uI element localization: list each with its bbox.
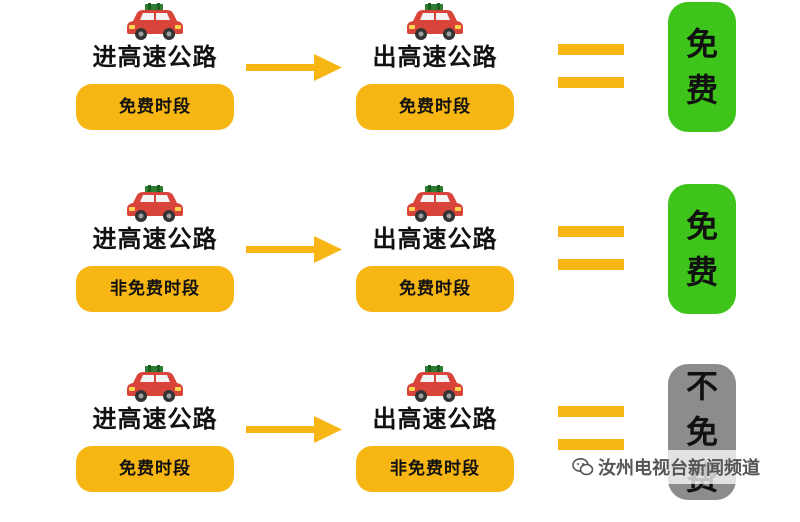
result-char: 费 — [685, 71, 718, 109]
car-icon — [405, 365, 465, 403]
exit-road-label: 出高速公路 — [372, 405, 498, 433]
exit-block: 出高速公路 非免费时段 — [350, 362, 520, 502]
result-badge-free: 免 费 — [668, 184, 736, 314]
watermark-text: 汝州电视台新闻频道 — [598, 458, 760, 479]
exit-road-label: 出高速公路 — [372, 43, 498, 71]
scenario-row-1: 进高速公路 免费时段 出高速公路 免费时段 免 费 — [0, 0, 800, 160]
result-char: 不 — [685, 367, 718, 405]
equals-icon — [558, 226, 624, 274]
equals-icon — [558, 406, 624, 454]
result-char: 免 — [685, 207, 718, 245]
car-icon — [125, 3, 185, 41]
scenario-row-2: 进高速公路 非免费时段 出高速公路 免费时段 免 费 — [0, 182, 800, 342]
exit-period-badge: 免费时段 — [356, 84, 514, 130]
entry-road-label: 进高速公路 — [92, 43, 218, 71]
entry-road-label: 进高速公路 — [92, 225, 218, 253]
exit-road-label: 出高速公路 — [372, 225, 498, 253]
result-char: 免 — [685, 413, 718, 451]
result-badge-free: 免 费 — [668, 2, 736, 132]
exit-block: 出高速公路 免费时段 — [350, 0, 520, 140]
wechat-icon — [572, 458, 594, 476]
entry-road-label: 进高速公路 — [92, 405, 218, 433]
arrow-right-icon — [246, 234, 342, 264]
car-icon — [125, 185, 185, 223]
entry-block: 进高速公路 非免费时段 — [70, 182, 240, 322]
car-icon — [125, 365, 185, 403]
entry-period-badge: 免费时段 — [76, 446, 234, 492]
watermark: 汝州电视台新闻频道 — [568, 450, 766, 484]
equals-icon — [558, 44, 624, 92]
car-icon — [405, 185, 465, 223]
arrow-right-icon — [246, 414, 342, 444]
entry-period-badge: 非免费时段 — [76, 266, 234, 312]
exit-period-badge: 非免费时段 — [356, 446, 514, 492]
exit-block: 出高速公路 免费时段 — [350, 182, 520, 322]
scenario-row-3: 进高速公路 免费时段 出高速公路 非免费时段 不 免 费 — [0, 362, 800, 522]
result-char: 免 — [685, 25, 718, 63]
exit-period-badge: 免费时段 — [356, 266, 514, 312]
entry-block: 进高速公路 免费时段 — [70, 0, 240, 140]
result-char: 费 — [685, 253, 718, 291]
arrow-right-icon — [246, 52, 342, 82]
entry-period-badge: 免费时段 — [76, 84, 234, 130]
car-icon — [405, 3, 465, 41]
entry-block: 进高速公路 免费时段 — [70, 362, 240, 502]
